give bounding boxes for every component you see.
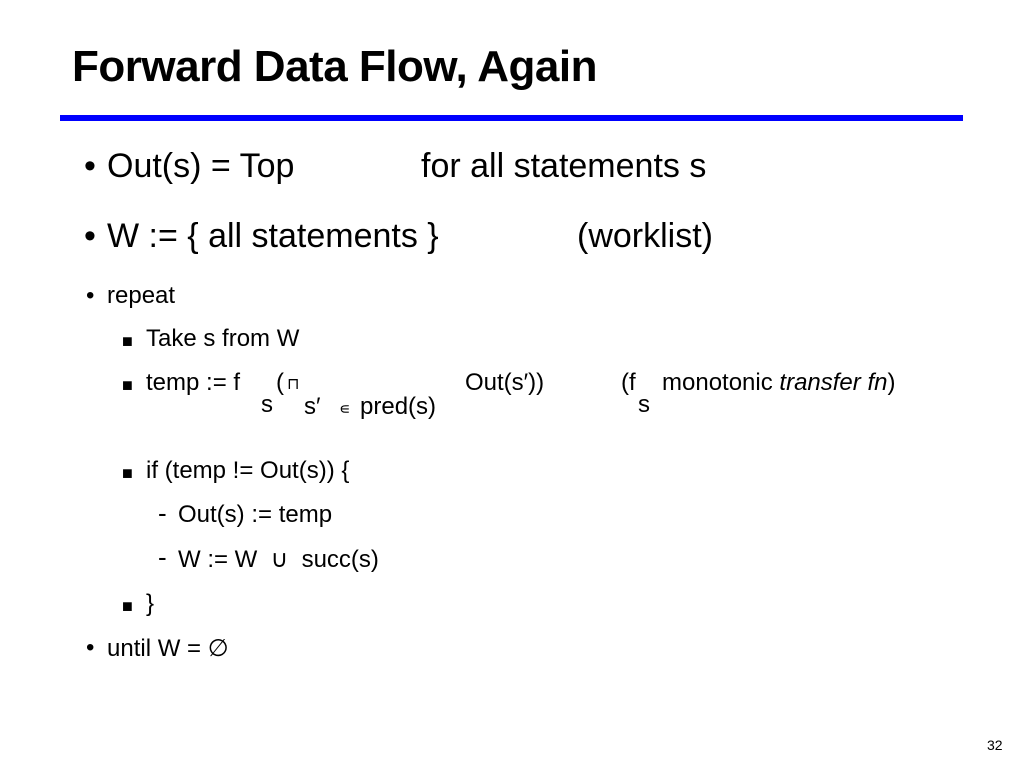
sub-bullet-text-take: Take s from W: [146, 325, 300, 352]
sub-bullet-marker: ■: [122, 331, 133, 351]
bullet-text-repeat: repeat: [107, 282, 176, 309]
sub-bullet-marker: ■: [122, 463, 133, 483]
dash-marker: -: [158, 542, 167, 572]
bullet-text-out-top: Out(s) = Top: [107, 147, 295, 185]
meet-index-pred: pred(s): [360, 393, 437, 420]
note-open: (f: [621, 369, 636, 396]
transfer-subscript-s: s: [261, 391, 273, 418]
page-number: 32: [987, 737, 1003, 753]
slide-title: Forward Data Flow, Again: [72, 42, 598, 91]
bullet-marker: •: [84, 147, 96, 185]
title-underline: [60, 115, 963, 121]
open-paren: (: [276, 369, 284, 396]
temp-assign-prefix: temp := f: [146, 369, 241, 396]
sub-bullet-text-if: if (temp != Out(s)) {: [146, 457, 350, 484]
dash-text-out-update: Out(s) := temp: [178, 501, 333, 528]
bullet-note-all-statements: for all statements s: [421, 147, 707, 185]
bullet-marker: •: [86, 634, 95, 661]
dash-marker: -: [158, 498, 167, 528]
bullet-marker: •: [84, 217, 96, 255]
sub-bullet-text-close-brace: }: [146, 590, 155, 617]
bullet-marker: •: [86, 282, 95, 309]
dash-text-worklist-union: W := W ∪ succ(s): [178, 546, 379, 573]
meet-index-s-prime: s′: [304, 393, 321, 420]
bullet-text-until: until W = ∅: [107, 635, 229, 662]
meet-operator: ⊓: [287, 376, 300, 393]
out-s-prime: Out(s′)): [465, 369, 545, 396]
note-subscript-s: s: [638, 391, 650, 418]
transfer-note: monotonic transfer fn): [662, 369, 895, 397]
note-close: ): [887, 369, 896, 396]
note-transfer-fn: transfer fn: [779, 369, 888, 396]
bullet-text-worklist-init: W := { all statements }: [107, 217, 439, 255]
note-monotonic: monotonic: [662, 369, 780, 396]
sub-bullet-marker: ■: [122, 375, 133, 395]
sub-bullet-marker: ■: [122, 596, 133, 616]
bullet-note-worklist: (worklist): [577, 217, 713, 255]
element-of-symbol: ∊: [339, 401, 351, 418]
